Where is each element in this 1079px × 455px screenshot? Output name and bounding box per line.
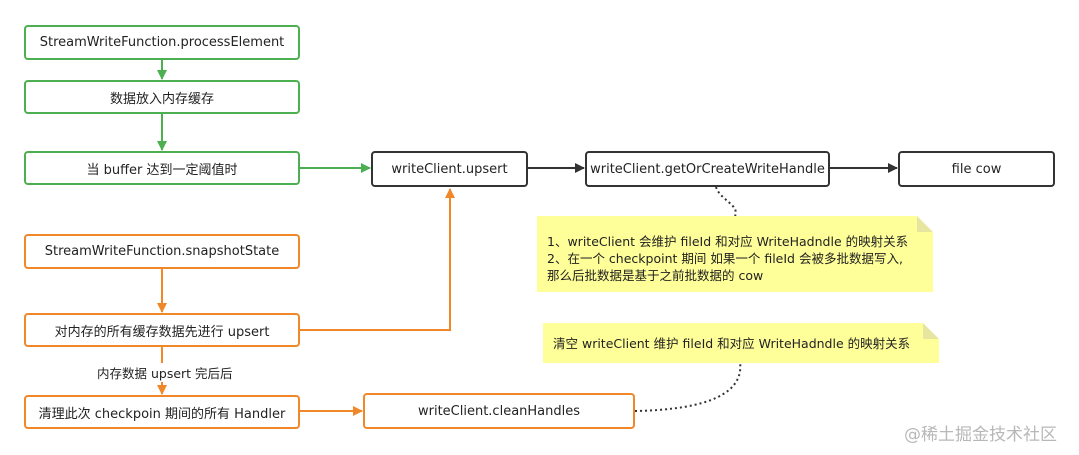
node-buffer-put-label: 数据放入内存缓存 xyxy=(109,91,214,107)
note-clean-mapping: 清空 writeClient 维护 fileId 和对应 WriteHadndl… xyxy=(543,323,939,363)
node-snapshot-state-label: StreamWriteFunction.snapshotState xyxy=(44,244,280,259)
note-handle-line-3: 那么后批数据是基于之前批数据的 cow xyxy=(547,268,764,283)
note-clean-fold xyxy=(923,323,939,339)
node-process-element-label: StreamWriteFunction.processElement xyxy=(39,35,285,50)
node-buffer-threshold-label: 当 buffer 达到一定阈值时 xyxy=(86,162,238,178)
note-clean-text: 清空 writeClient 维护 fileId 和对应 WriteHadndl… xyxy=(553,335,911,351)
watermark: @稀土掘金技术社区 xyxy=(904,425,1057,445)
node-get-or-create-handle: writeClient.getOrCreateWriteHandle xyxy=(585,151,830,187)
node-clean-handles: writeClient.cleanHandles xyxy=(363,393,635,429)
note-handle-line-1: 1、writeClient 会维护 fileId 和对应 WriteHadndl… xyxy=(547,234,909,249)
node-upsert-all-label: 对内存的所有缓存数据先进行 upsert xyxy=(54,324,270,340)
node-clean-handles-label: writeClient.cleanHandles xyxy=(417,403,581,419)
node-file-cow: file cow xyxy=(898,151,1055,187)
node-clean-handlers-label: 清理此次 checkpoin 期间的所有 Handler xyxy=(38,406,286,422)
node-clean-handlers: 清理此次 checkpoin 期间的所有 Handler xyxy=(24,395,300,429)
node-buffer-threshold: 当 buffer 达到一定阈值时 xyxy=(24,151,300,185)
node-buffer-put: 数据放入内存缓存 xyxy=(24,80,300,114)
note-handle-fold xyxy=(917,216,933,232)
node-upsert-all: 对内存的所有缓存数据先进行 upsert xyxy=(24,313,300,347)
node-write-client-upsert: writeClient.upsert xyxy=(371,151,528,187)
note-handle-mapping: 1、writeClient 会维护 fileId 和对应 WriteHadndl… xyxy=(537,216,933,292)
node-snapshot-state: StreamWriteFunction.snapshotState xyxy=(24,234,300,269)
note-connector-clean xyxy=(634,361,742,412)
edge-upsertall-to-upsert xyxy=(300,188,455,331)
node-write-client-upsert-label: writeClient.upsert xyxy=(391,161,508,177)
node-file-cow-label: file cow xyxy=(951,161,1002,177)
note-handle-line-2: 2、在一个 checkpoint 期间 如果一个 fileId 会被多批数据写入… xyxy=(547,251,903,266)
edge-label-after-upsert: 内存数据 upsert 完后后 xyxy=(95,363,235,382)
note-connector-handle xyxy=(715,186,737,217)
node-get-or-create-handle-label: writeClient.getOrCreateWriteHandle xyxy=(590,161,825,177)
node-process-element: StreamWriteFunction.processElement xyxy=(24,25,300,60)
